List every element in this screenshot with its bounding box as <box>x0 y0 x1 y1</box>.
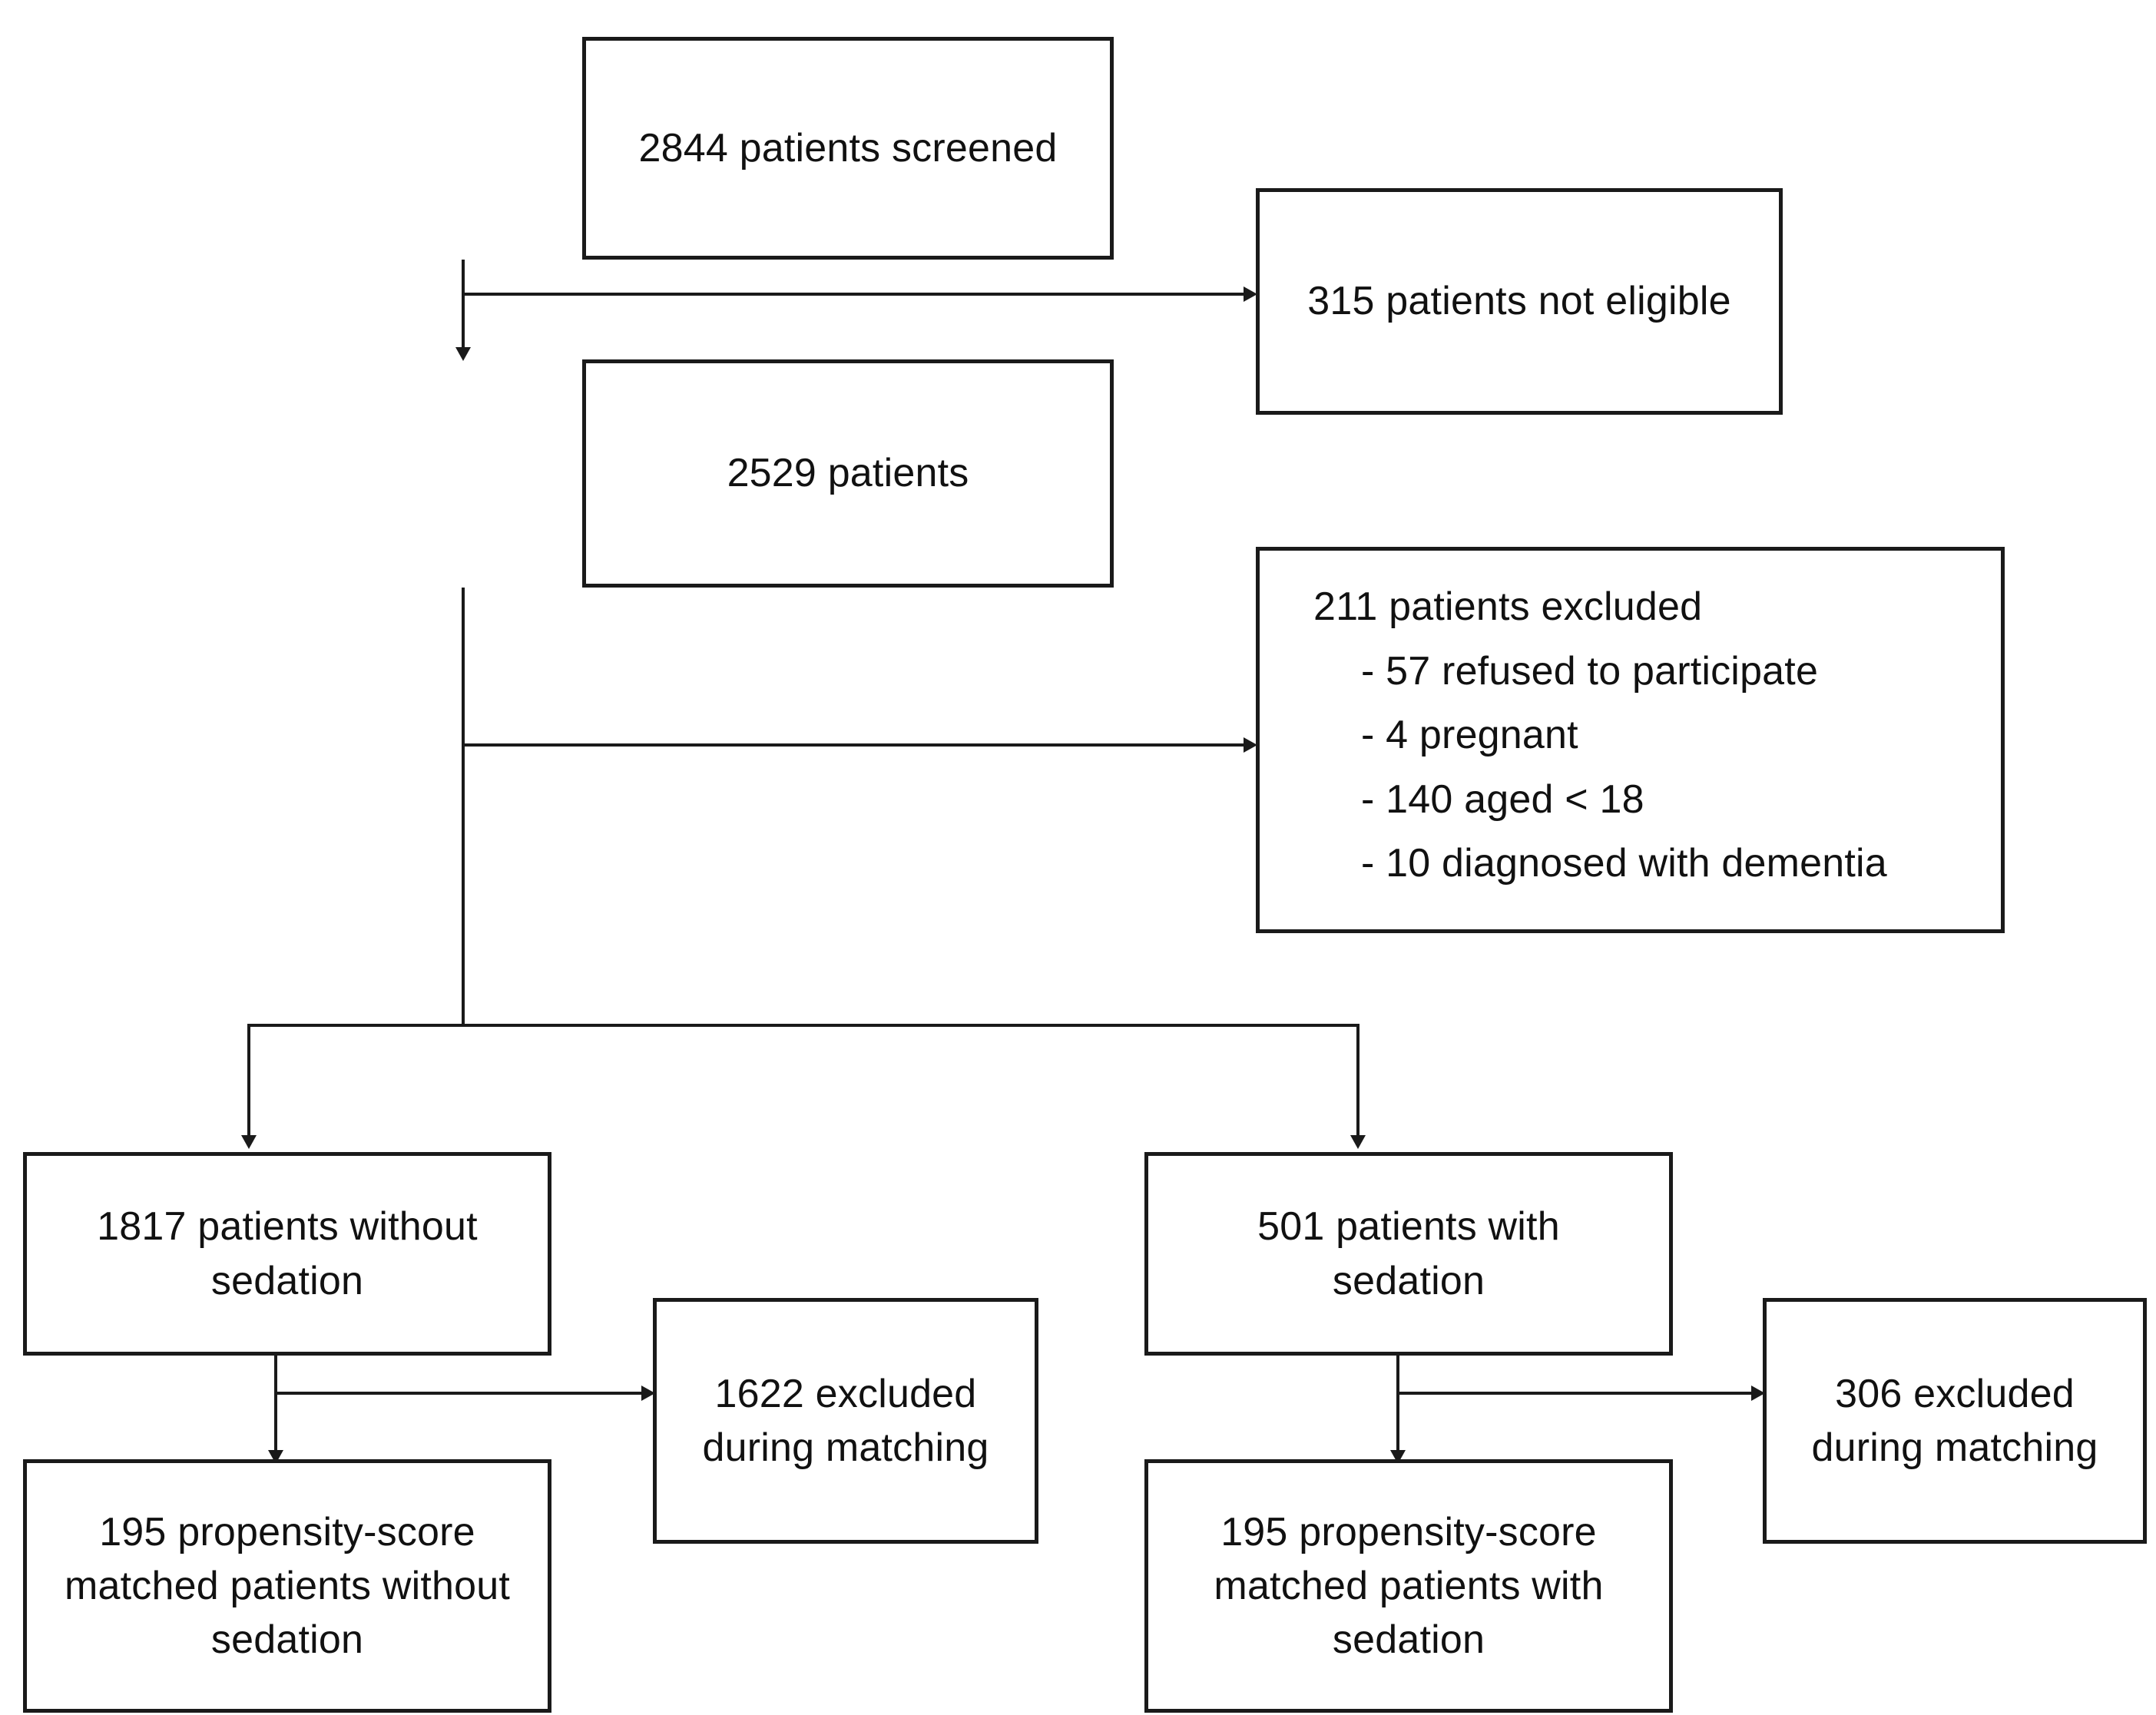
connector-to-excluded-matching-left <box>274 1392 647 1395</box>
node-not-eligible[interactable]: 315 patients not eligible <box>1256 188 1783 415</box>
node-screened-label: 2844 patients screened <box>638 125 1058 171</box>
node-excluded-matching-left[interactable]: 1622 excluded during matching <box>653 1298 1038 1544</box>
node-with-sedation[interactable]: 501 patients with sedation <box>1144 1152 1673 1356</box>
excluded-list: 211 patients excluded - 57 refused to pa… <box>1313 580 1887 900</box>
node-eligible-label: 2529 patients <box>727 451 969 496</box>
connector-split-bar <box>247 1024 1360 1027</box>
excluded-item-pregnant: - 4 pregnant <box>1361 713 1578 758</box>
arrowhead-not-eligible <box>1244 286 1257 302</box>
connector-split-left <box>247 1024 250 1139</box>
excluded-item-age: - 140 aged < 18 <box>1361 776 1644 822</box>
node-screened[interactable]: 2844 patients screened <box>582 37 1114 260</box>
arrowhead-excluded <box>1244 737 1257 753</box>
arrowhead-excluded-matching-left <box>641 1386 655 1401</box>
node-without-sedation-label: 1817 patients without sedation <box>97 1204 478 1303</box>
node-eligible[interactable]: 2529 patients <box>582 359 1114 588</box>
node-excluded-matching-right[interactable]: 306 excluded during matching <box>1763 1298 2147 1544</box>
node-matched-with-sedation[interactable]: 195 propensity-score matched patients wi… <box>1144 1459 1673 1713</box>
connector-screened-to-eligible <box>462 260 465 353</box>
node-excluded[interactable]: 211 patients excluded - 57 refused to pa… <box>1256 547 2005 933</box>
excluded-item-refused: - 57 refused to participate <box>1361 649 1819 694</box>
node-matched-without-sedation[interactable]: 195 propensity-score matched patients wi… <box>23 1459 551 1713</box>
node-matched-with-sedation-label: 195 propensity-score matched patients wi… <box>1214 1509 1604 1663</box>
arrowhead-excluded-matching-right <box>1751 1386 1765 1401</box>
node-with-sedation-label: 501 patients with sedation <box>1257 1204 1560 1303</box>
node-excluded-matching-right-label: 306 excluded during matching <box>1811 1371 2098 1470</box>
arrowhead-without-sedation <box>241 1135 257 1149</box>
connector-to-not-eligible <box>462 293 1250 296</box>
node-without-sedation[interactable]: 1817 patients without sedation <box>23 1152 551 1356</box>
connector-eligible-to-split <box>462 588 465 1027</box>
connector-to-excluded-matching-right <box>1396 1392 1757 1395</box>
node-excluded-matching-left-label: 1622 excluded during matching <box>702 1371 989 1470</box>
connector-to-excluded <box>462 743 1250 747</box>
node-matched-without-sedation-label: 195 propensity-score matched patients wi… <box>64 1509 511 1663</box>
connector-split-right <box>1356 1024 1360 1139</box>
connector-with-sedation-to-matched <box>1396 1356 1399 1463</box>
arrowhead-with-sedation <box>1350 1135 1366 1149</box>
excluded-title: 211 patients excluded <box>1313 584 1703 630</box>
arrowhead-eligible <box>455 347 471 361</box>
connector-without-sedation-to-matched <box>274 1356 277 1463</box>
excluded-item-dementia: - 10 diagnosed with dementia <box>1361 840 1887 886</box>
node-not-eligible-label: 315 patients not eligible <box>1307 279 1731 324</box>
